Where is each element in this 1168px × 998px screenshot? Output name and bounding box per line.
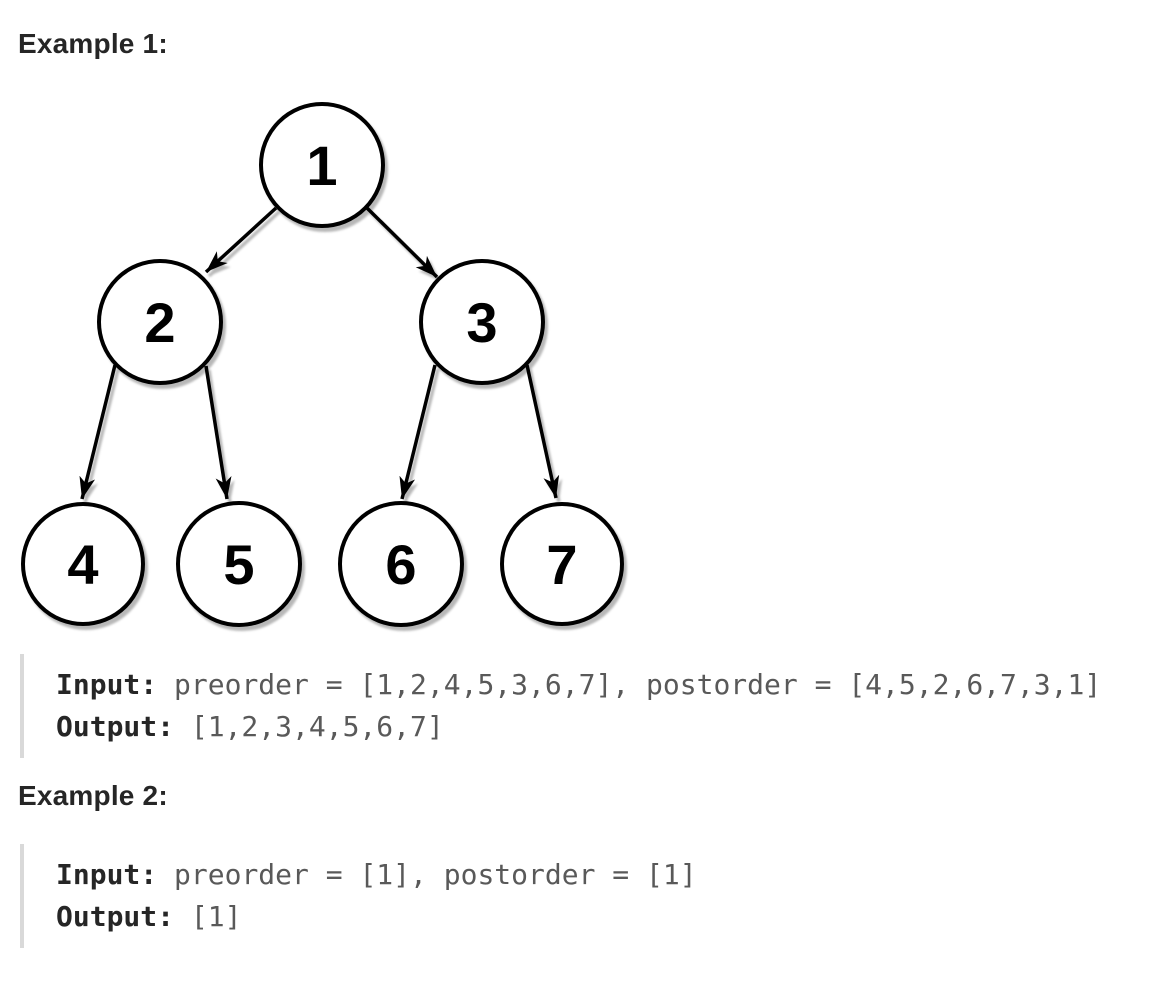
example-1-output-line: Output: [1,2,3,4,5,6,7] xyxy=(56,706,1166,748)
tree-node xyxy=(338,501,464,627)
example-1-code: Input: preorder = [1,2,4,5,3,6,7], posto… xyxy=(20,654,1166,758)
input-label: Input: xyxy=(56,858,175,891)
tree-edge xyxy=(399,364,437,500)
example-2-output-line: Output: [1] xyxy=(56,896,1166,938)
tree-edge xyxy=(365,206,439,279)
example-1-input-line: Input: preorder = [1,2,4,5,3,6,7], posto… xyxy=(56,664,1166,706)
tree-edge xyxy=(204,206,278,274)
tree-edge xyxy=(525,364,560,499)
tree-node-label: 1 xyxy=(306,134,337,197)
tree-edge xyxy=(79,364,117,500)
example-2-input-line: Input: preorder = [1], postorder = [1] xyxy=(56,854,1166,896)
tree-node-label: 5 xyxy=(223,533,254,596)
tree-node-label: 3 xyxy=(466,291,497,354)
output-label: Output: xyxy=(56,900,191,933)
tree-node xyxy=(259,102,385,228)
input-value: preorder = [1], postorder = [1] xyxy=(174,858,697,891)
output-value: [1] xyxy=(190,900,242,933)
tree-node xyxy=(500,502,624,626)
tree-node-label: 7 xyxy=(546,533,577,596)
example-2-code: Input: preorder = [1], postorder = [1]Ou… xyxy=(20,844,1166,948)
tree-node xyxy=(97,259,223,385)
example-2-heading: Example 2: xyxy=(18,780,168,811)
tree-node-label: 4 xyxy=(67,533,98,596)
tree-node-label: 2 xyxy=(144,291,175,354)
binary-tree-diagram: 1 2 3 4 5 6 7 xyxy=(21,102,624,627)
example-1-heading: Example 1: xyxy=(18,28,168,59)
output-value: [1,2,3,4,5,6,7] xyxy=(190,710,444,743)
tree-node-label: 6 xyxy=(385,533,416,596)
input-label: Input: xyxy=(56,668,175,701)
output-label: Output: xyxy=(56,710,191,743)
tree-node xyxy=(419,259,545,385)
tree-node xyxy=(21,502,145,626)
input-value: preorder = [1,2,4,5,3,6,7], postorder = … xyxy=(174,668,1102,701)
tree-edge xyxy=(204,365,232,500)
tree-node xyxy=(176,501,302,627)
